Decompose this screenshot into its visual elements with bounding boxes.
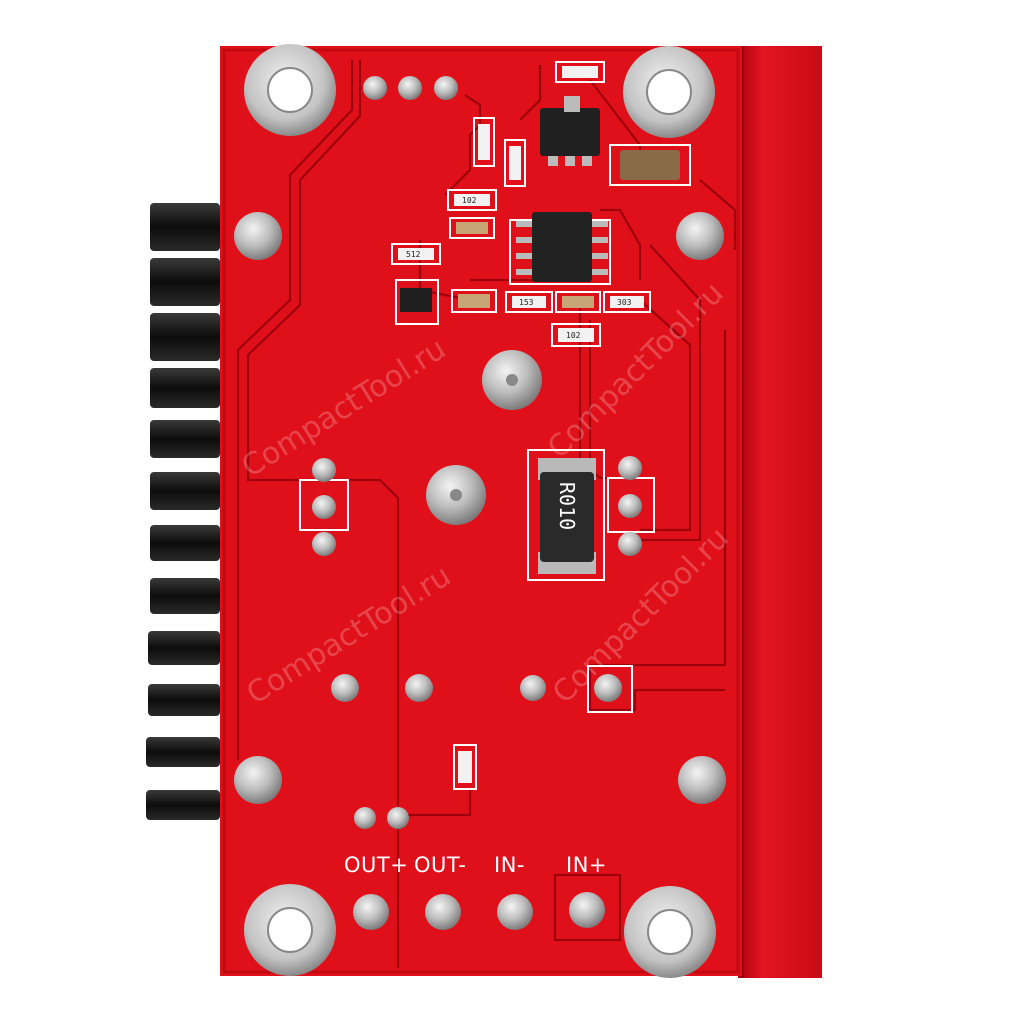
heatsink-fins (146, 203, 220, 820)
mounting-hole-bottom-left (244, 884, 336, 976)
label-in-minus: IN- (494, 853, 525, 877)
label-in-plus: IN+ (566, 853, 607, 877)
resistor-102-b: 102 (551, 323, 601, 347)
regulator-chip (540, 96, 600, 166)
resistor-303: 303 (603, 291, 651, 313)
svg-text:102: 102 (462, 196, 477, 205)
svg-text:153: 153 (519, 298, 534, 307)
svg-text:303: 303 (617, 298, 632, 307)
svg-text:102: 102 (566, 331, 581, 340)
pad-in-minus (497, 894, 533, 930)
heatsink-plate (738, 46, 822, 978)
smd-resistors: 102 512 153 303 102 (391, 61, 651, 790)
side-screw-pads (234, 212, 726, 804)
mounting-hole-top-right (623, 46, 715, 138)
pad-out-minus (425, 894, 461, 930)
mounting-hole-bottom-right (624, 886, 716, 978)
terminal-labels: OUT+ OUT- IN- IN+ (344, 853, 607, 877)
shunt-resistor: R010 (527, 449, 605, 581)
capacitor-small-a (449, 217, 495, 239)
capacitor-small-c (555, 291, 601, 313)
resistor-153: 153 (505, 291, 553, 313)
pad-out-plus (353, 894, 389, 930)
resistor-bottom-vertical (453, 744, 477, 790)
transistor-pads-right (607, 456, 655, 556)
label-out-minus: OUT- (414, 853, 466, 877)
resistor-vertical-a (473, 117, 495, 167)
terminal-pads (353, 892, 605, 930)
capacitor-small-b (451, 289, 497, 313)
label-out-plus: OUT+ (344, 853, 408, 877)
resistor-top-small (555, 61, 605, 83)
ic-chip (509, 212, 611, 285)
middle-pads (331, 665, 633, 829)
resistor-vertical-b (504, 139, 526, 187)
header-pins-top (363, 76, 458, 100)
screw-heads (426, 350, 542, 525)
small-transistor (395, 279, 439, 325)
shunt-marking: R010 (555, 482, 579, 530)
pad-in-plus (569, 892, 605, 928)
capacitor (609, 144, 691, 186)
mounting-hole-top-left (244, 44, 336, 136)
svg-text:512: 512 (406, 250, 421, 259)
transistor-pads-left (299, 458, 349, 556)
resistor-102-a: 102 (447, 189, 497, 211)
resistor-512: 512 (391, 243, 441, 265)
